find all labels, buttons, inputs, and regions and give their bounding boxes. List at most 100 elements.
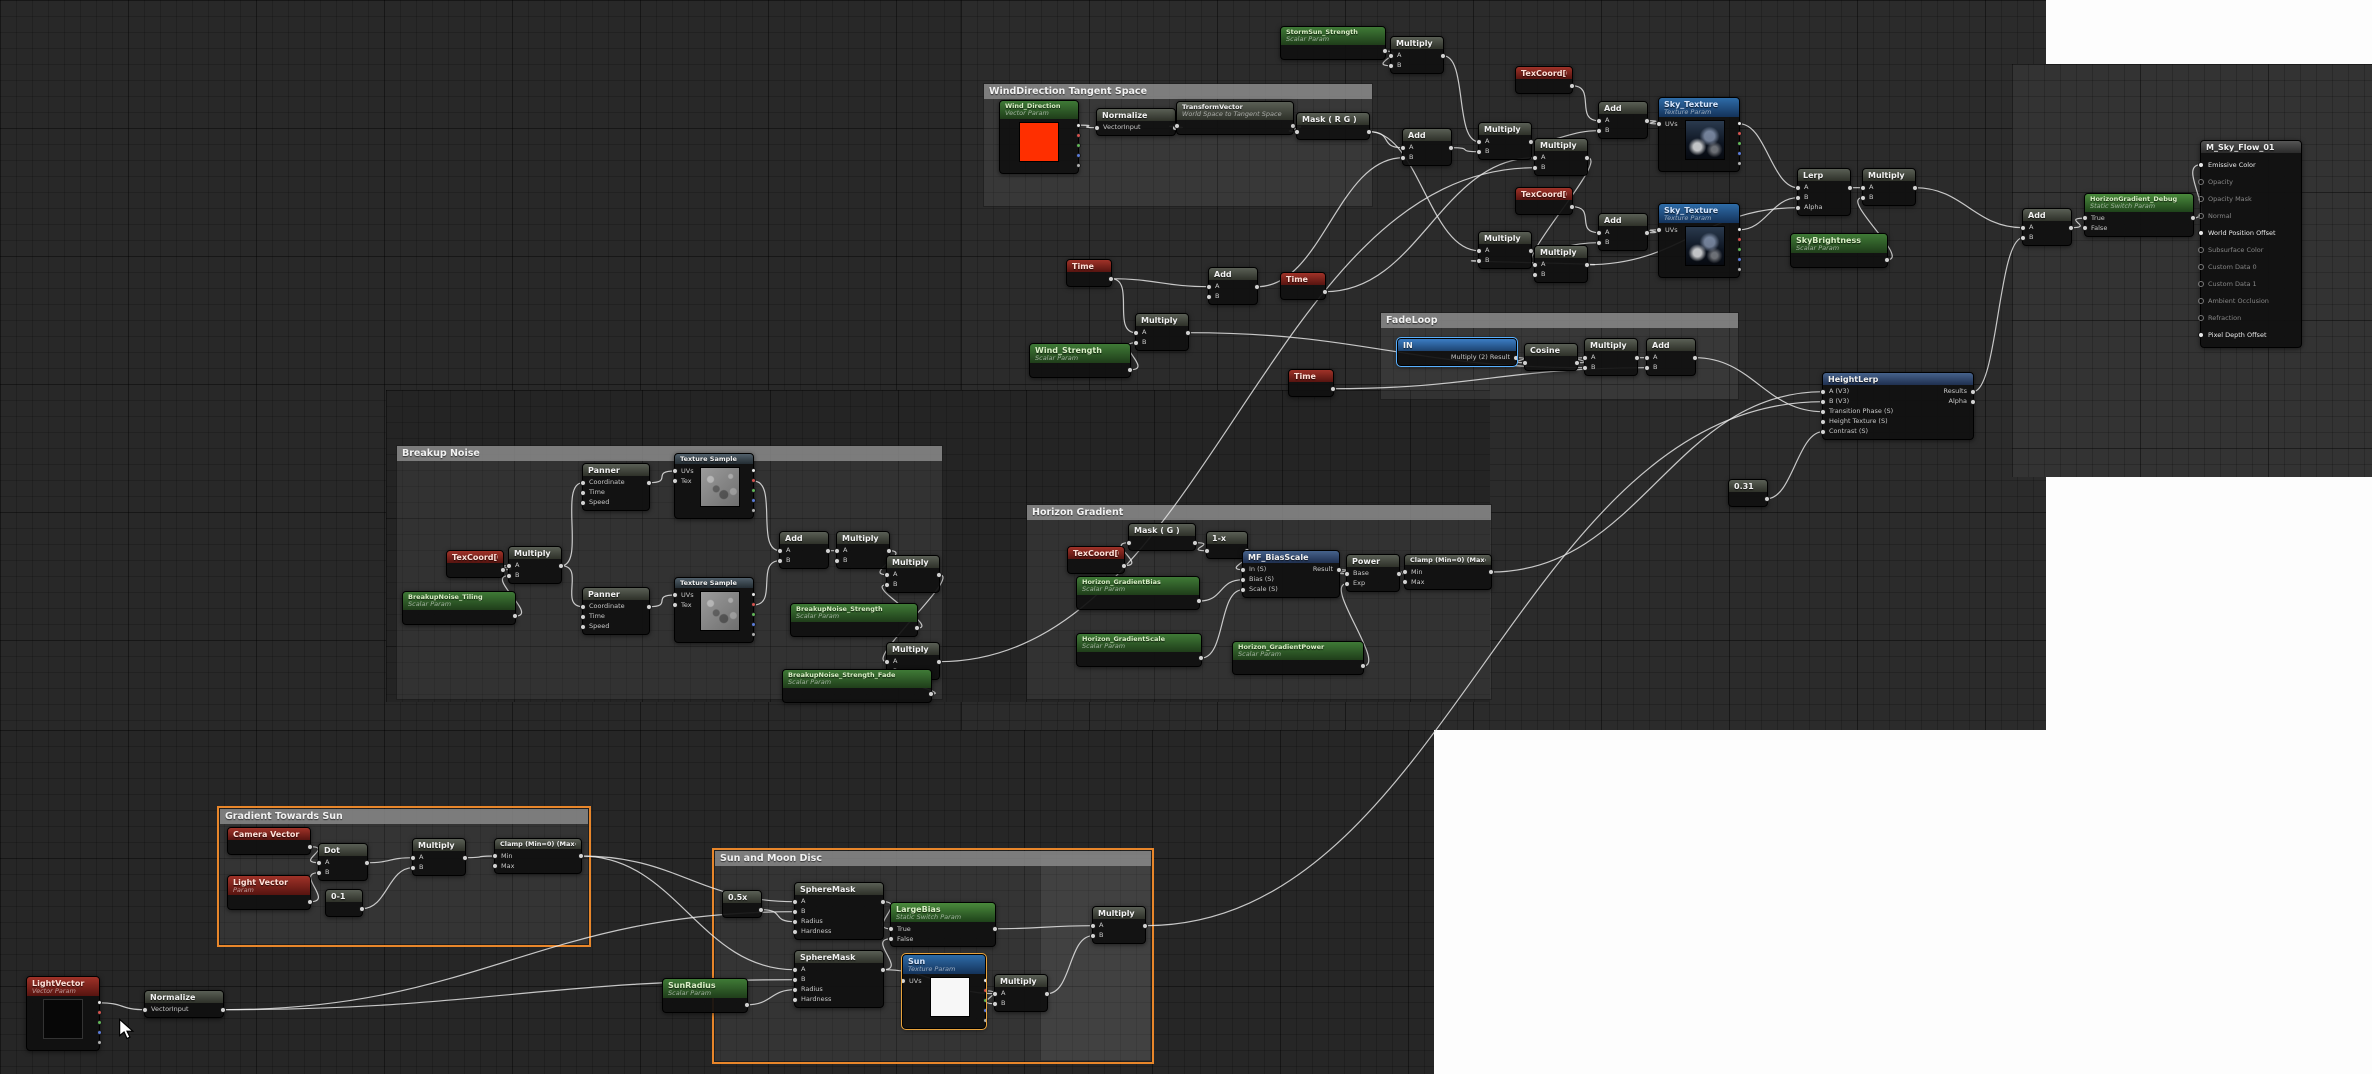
output-pin-row[interactable] <box>1251 282 1260 291</box>
input-pin[interactable] <box>1090 922 1096 929</box>
input-pin-row[interactable]: B <box>2020 233 2033 242</box>
node-mask-g-N45[interactable]: Mask ( G ) <box>1126 523 1198 552</box>
output-pin[interactable] <box>983 1018 988 1024</box>
input-pin[interactable] <box>1795 204 1801 211</box>
input-pin[interactable] <box>884 658 890 665</box>
input-pin[interactable] <box>2198 161 2204 168</box>
input-pin[interactable] <box>410 864 416 871</box>
output-pin[interactable] <box>1076 122 1081 128</box>
output-pin[interactable] <box>936 571 942 578</box>
input-pin[interactable] <box>884 581 890 588</box>
output-pin-row[interactable] <box>93 1038 102 1047</box>
input-pin-row[interactable]: A <box>1090 921 1103 930</box>
node-time-N19[interactable]: Time <box>1280 272 1328 301</box>
material-output-row[interactable]: Normal <box>2198 207 2301 224</box>
output-pin-row[interactable]: Alpha <box>1944 397 1976 406</box>
material-output-row[interactable]: Subsurface Color <box>2198 241 2301 258</box>
output-pin-row[interactable] <box>217 1005 226 1014</box>
output-pin-row[interactable] <box>1525 246 1534 255</box>
output-pin-row[interactable] <box>1733 225 1742 234</box>
node-0-1-N61[interactable]: 0-1 <box>325 889 365 918</box>
output-pin-row[interactable] <box>1566 202 1575 211</box>
output-pin-row[interactable] <box>1909 183 1918 192</box>
input-pin-row[interactable]: Max <box>492 861 514 870</box>
output-pin-row[interactable] <box>1581 153 1590 162</box>
input-pin-row[interactable]: VectorInput <box>1094 123 1141 132</box>
input-pin[interactable] <box>834 547 840 554</box>
output-pin-row[interactable] <box>93 998 102 1007</box>
input-pin[interactable] <box>834 557 840 564</box>
output-pin[interactable] <box>1336 566 1342 573</box>
output-pin-row[interactable] <box>933 570 942 579</box>
output-pin-row[interactable] <box>933 657 942 666</box>
input-pin-row[interactable]: Max <box>1402 577 1424 586</box>
output-pin[interactable] <box>1847 184 1853 191</box>
input-pin-row[interactable]: Min <box>1402 567 1424 576</box>
input-pin[interactable] <box>792 986 798 993</box>
input-pin[interactable] <box>1596 239 1602 246</box>
output-pin-row[interactable] <box>1041 989 1050 998</box>
input-pin[interactable] <box>1596 127 1602 134</box>
input-pin[interactable] <box>1090 932 1096 939</box>
output-pin[interactable] <box>307 843 313 850</box>
output-pin-row[interactable] <box>509 612 518 621</box>
output-pin[interactable] <box>97 1030 102 1036</box>
output-pin-row[interactable] <box>1437 51 1446 60</box>
output-pin-row[interactable]: Multiply (2) Result <box>1451 353 1519 362</box>
input-pin[interactable] <box>2198 314 2204 321</box>
input-pin-row[interactable]: Tex <box>672 600 694 609</box>
node-texcoord-0-N34[interactable]: TexCoord[0] <box>446 550 506 579</box>
input-pin[interactable] <box>792 908 798 915</box>
output-pin[interactable] <box>1970 398 1976 405</box>
output-pin-row[interactable] <box>877 897 886 906</box>
output-pin-row[interactable] <box>1733 129 1742 138</box>
input-pin-row[interactable]: B <box>1400 153 1413 162</box>
input-pin[interactable] <box>1596 117 1602 124</box>
output-pin[interactable] <box>1584 261 1590 268</box>
node-camera-vector-N58[interactable]: Camera Vector <box>227 827 313 856</box>
input-pin-row[interactable]: B <box>1476 256 1489 265</box>
input-pin[interactable] <box>1388 52 1394 59</box>
input-pin-row[interactable]: A <box>777 546 790 555</box>
output-pin-row[interactable] <box>1641 116 1650 125</box>
output-pin-row[interactable] <box>1124 365 1133 374</box>
input-pin-row[interactable]: A <box>884 657 897 666</box>
graph-canvas-region[interactable] <box>2012 64 2372 477</box>
comment-header[interactable]: FadeLoop <box>1381 313 1738 328</box>
material-output-row[interactable]: World Position Offset <box>2198 224 2301 241</box>
input-pin-row[interactable]: Speed <box>580 498 625 507</box>
input-pin-row[interactable]: B <box>1476 147 1489 156</box>
input-pin-row[interactable]: Time <box>580 612 625 621</box>
output-pin-row[interactable] <box>643 602 652 611</box>
output-pin-row[interactable] <box>1445 143 1454 152</box>
material-output-row[interactable]: Opacity Mask <box>2198 190 2301 207</box>
output-pin[interactable] <box>992 925 998 932</box>
input-pin-row[interactable]: True <box>888 924 913 933</box>
input-pin-row[interactable]: UVs <box>1656 225 1678 234</box>
output-pin-row[interactable] <box>1319 287 1328 296</box>
output-pin[interactable] <box>1076 132 1081 138</box>
input-pin-row[interactable]: B <box>1795 193 1822 202</box>
input-pin[interactable] <box>316 859 322 866</box>
output-pin-row[interactable] <box>747 476 756 485</box>
output-pin-row[interactable] <box>979 976 988 985</box>
output-pin[interactable] <box>1254 283 1260 290</box>
output-pin[interactable] <box>1322 288 1328 295</box>
input-pin-row[interactable] <box>1522 358 1531 367</box>
output-pin[interactable] <box>1584 154 1590 161</box>
input-pin-row[interactable]: B <box>506 571 519 580</box>
input-pin[interactable] <box>2198 297 2204 304</box>
input-pin-row[interactable]: A <box>410 853 423 862</box>
input-pin-row[interactable]: B <box>1596 238 1609 247</box>
input-pin[interactable] <box>1820 428 1826 435</box>
